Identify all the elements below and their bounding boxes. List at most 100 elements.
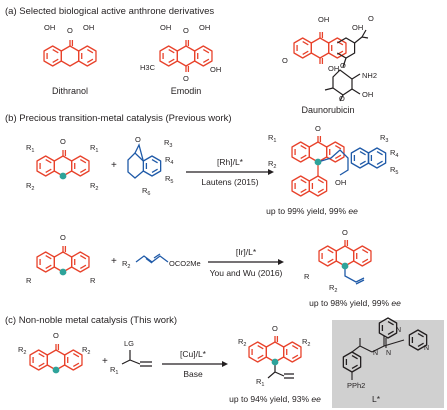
daunorubicin-amine: NH2 (362, 71, 377, 80)
cu-leaving-group: LG (124, 339, 134, 348)
emodin-oh-right: OH (199, 23, 210, 32)
rh-oxabicycle-r4: R4 (165, 155, 173, 166)
section-b-title: (b) Precious transition-metal catalysis … (5, 113, 231, 124)
ir-reference: You and Wu (2016) (210, 268, 283, 278)
ir-plus: + (111, 256, 117, 267)
ir-product (319, 240, 371, 285)
rh-reactant-r2-left: R2 (26, 181, 34, 192)
rh-oxabicycle-r3: R3 (164, 138, 172, 149)
cu-product-teal-dot (271, 358, 279, 366)
rh-oxabicycle-r5: R5 (165, 174, 173, 185)
rh-anthrone-reactant (37, 150, 89, 176)
rh-oxabicycle-reactant (127, 143, 162, 179)
ir-leaving-group: OCO2Me (169, 259, 201, 268)
cu-propargyl-r1: R1 (110, 365, 118, 376)
dithranol-oxygen: O (67, 26, 73, 35)
ligand-pph2: PPh2 (347, 381, 365, 390)
ir-reactant-r-left: R (26, 276, 32, 285)
ir-arrow (208, 259, 284, 265)
cu-product-oxygen: O (272, 324, 278, 333)
daunorubicin-methoxy-oxygen: O (282, 56, 288, 65)
emodin-oxygen-top: O (183, 26, 189, 35)
emodin-oh-bottom: OH (210, 65, 221, 74)
cu-reactant-teal-dot (52, 366, 60, 374)
daunorubicin-oh-sugar: OH (362, 90, 373, 99)
daunorubicin-glycoside-oxygen: O (340, 61, 346, 70)
rh-reactant-r2-right: R2 (90, 181, 98, 192)
rh-product-r2: R2 (268, 159, 276, 170)
rh-product-r1: R1 (268, 133, 276, 144)
cu-arrow (162, 361, 228, 367)
rh-product-r5: R5 (390, 165, 398, 176)
rh-product-oxygen: O (315, 124, 321, 133)
ir-reactant-r-right: R (90, 276, 96, 285)
ir-anthrone-reactant (37, 246, 89, 272)
daunorubicin-structure (294, 29, 369, 102)
ir-allyl-carbonate (135, 253, 169, 264)
dithranol-name: Dithranol (52, 86, 88, 96)
ligand-box (332, 320, 444, 408)
rh-oxabicycle-oxygen: O (135, 135, 141, 144)
daunorubicin-oh-bottom: OH (328, 64, 339, 73)
cu-product-r1: R1 (256, 377, 264, 388)
dithranol-oh-left: OH (44, 23, 55, 32)
ir-reactant-oxygen: O (60, 233, 66, 242)
rh-product-teal-dot (314, 158, 322, 166)
rh-reactant-r1-right: R1 (90, 143, 98, 154)
cu-catalyst: [Cu]/L* (180, 349, 207, 359)
dithranol-structure (44, 40, 96, 66)
rh-reactant-teal-dot (59, 172, 67, 180)
emodin-methyl: H3C (140, 63, 156, 72)
rh-oxabicycle-r6: R6 (142, 186, 150, 197)
ligand-n-4: N (424, 345, 429, 352)
rh-product-r4: R4 (390, 148, 398, 159)
ir-yield: up to 98% yield, 99% ee (309, 298, 401, 308)
daunorubicin-oxygen-acetyl: O (368, 14, 374, 23)
daunorubicin-oh-top-left: OH (318, 15, 329, 24)
cu-anthrone-reactant (30, 344, 82, 370)
ligand-n-1: N (396, 327, 401, 334)
emodin-oxygen-bottom: O (183, 74, 189, 83)
daunorubicin-oh-top-right: OH (352, 23, 363, 32)
cu-base: Base (183, 369, 203, 379)
cu-reactant-r2-right: R2 (82, 345, 90, 356)
emodin-name: Emodin (171, 86, 202, 96)
ir-product-oxygen: O (342, 228, 348, 237)
ligand-n-3: N (386, 350, 391, 357)
section-a-title: (a) Selected biological active anthrone … (5, 6, 214, 17)
ir-allyl-r2: R2 (122, 259, 130, 270)
cu-reactant-r2-left: R2 (18, 345, 26, 356)
cu-product (249, 336, 301, 379)
cu-product-r2-left: R2 (238, 337, 246, 348)
ir-product-teal-dot (341, 262, 349, 270)
ir-catalyst: [Ir]/L* (236, 247, 257, 257)
dithranol-oh-right: OH (83, 23, 94, 32)
ir-reactant-teal-dot (59, 268, 67, 276)
rh-arrow (186, 169, 274, 175)
ir-product-r: R (304, 272, 310, 281)
cu-reactant-oxygen: O (53, 331, 59, 340)
emodin-oh-left: OH (160, 23, 171, 32)
rh-reactant-r1-left: R1 (26, 143, 34, 154)
rh-reference: Lautens (2015) (201, 177, 258, 187)
rh-product-r3: R3 (380, 133, 388, 144)
rh-product-oh: OH (335, 178, 346, 187)
daunorubicin-name: Daunorubicin (301, 105, 354, 115)
rh-product (292, 136, 387, 197)
rh-plus: + (111, 160, 117, 171)
ligand-label: L* (372, 394, 381, 404)
emodin-structure (160, 40, 212, 72)
cu-propargyl-reactant (121, 350, 152, 367)
section-c-title: (c) Non-noble metal catalysis (This work… (5, 315, 177, 326)
rh-catalyst: [Rh]/L* (217, 157, 244, 167)
rh-reactant-oxygen: O (60, 137, 66, 146)
ligand-structure (342, 317, 428, 380)
ir-product-r2: R2 (329, 283, 337, 294)
daunorubicin-ring-oxygen: O (339, 94, 345, 103)
rh-yield: up to 99% yield, 99% ee (266, 206, 358, 216)
cu-yield: up to 94% yield, 93% ee (229, 394, 321, 404)
cu-plus: + (102, 356, 108, 367)
cu-product-r2-right: R2 (302, 337, 310, 348)
ligand-n-2: N (373, 350, 378, 357)
